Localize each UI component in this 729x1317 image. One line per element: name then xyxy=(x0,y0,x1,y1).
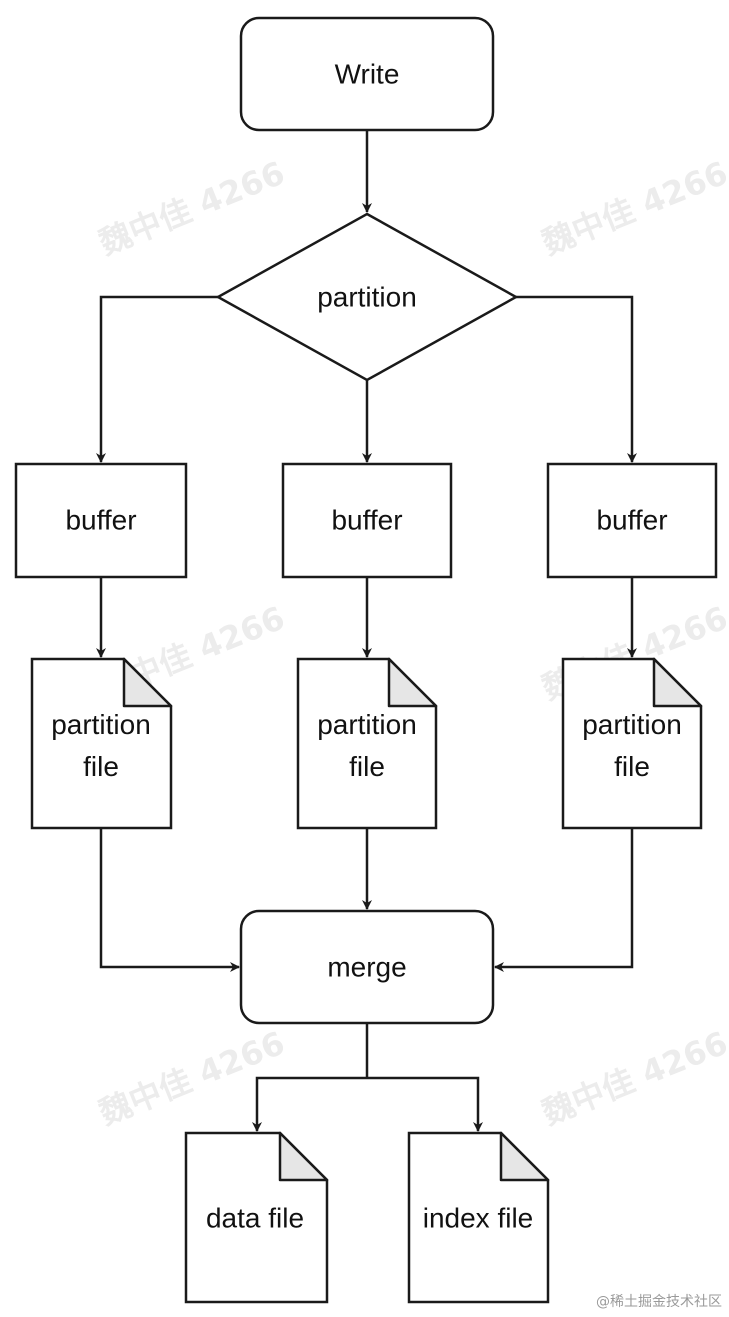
node-buffer-right: buffer xyxy=(546,462,718,579)
node-merge-label: merge xyxy=(327,952,406,983)
node-partition-file-left-line1: partition xyxy=(51,709,151,740)
node-write-label: Write xyxy=(335,59,400,90)
page-fold-icon xyxy=(499,1131,550,1182)
edge-file-merge-right xyxy=(494,828,634,972)
node-buffer-left-label: buffer xyxy=(65,505,136,536)
node-partition-file-left-line2: file xyxy=(83,751,119,782)
page-fold-icon xyxy=(278,1131,329,1182)
node-data-file-label: data file xyxy=(206,1203,304,1234)
node-partition-file-center-line1: partition xyxy=(317,709,417,740)
node-partition-file-right: partition file xyxy=(561,657,703,830)
node-partition-file-center-line2: file xyxy=(349,751,385,782)
node-buffer-center-label: buffer xyxy=(331,505,402,536)
node-buffer-left: buffer xyxy=(14,462,188,579)
node-partition-file-left: partition file xyxy=(30,657,173,830)
node-partition-file-right-label: partition xyxy=(582,709,682,740)
node-partition-label: partition xyxy=(317,282,417,313)
watermark-text: 魏中佳 4266 xyxy=(94,154,290,263)
node-write: Write xyxy=(239,16,495,132)
node-buffer-center: buffer xyxy=(281,462,453,579)
page-fold-icon xyxy=(122,657,173,708)
node-buffer-right-label: buffer xyxy=(596,505,667,536)
node-data-file: data file xyxy=(184,1131,329,1304)
source-credit: @稀土掘金技术社区 xyxy=(596,1294,722,1310)
node-partition-file-right-line1: partition xyxy=(582,709,682,740)
node-partition: partition xyxy=(215,212,519,382)
edge-partition-buffer-right xyxy=(516,295,637,463)
node-partition-file-center: partition file xyxy=(296,657,438,830)
page-fold-icon xyxy=(387,657,438,708)
watermark-text: 魏中佳 4266 xyxy=(537,154,729,263)
node-partition-file-left-label: partition xyxy=(51,709,151,740)
page-fold-icon xyxy=(652,657,703,708)
node-index-file: index file xyxy=(407,1131,550,1304)
edge-merge-index-file xyxy=(367,1076,483,1132)
node-merge: merge xyxy=(239,909,495,1025)
node-index-file-label: index file xyxy=(423,1203,534,1234)
node-partition-file-center-label: partition xyxy=(317,709,417,740)
edge-merge-data-file xyxy=(252,1076,367,1132)
node-partition-file-left-label2: file xyxy=(83,751,119,782)
node-partition-file-right-label2: file xyxy=(614,751,650,782)
edge-partition-buffer-left xyxy=(96,295,218,463)
connectors xyxy=(96,130,637,1132)
watermark-text: 魏中佳 4266 xyxy=(537,1024,729,1133)
node-partition-file-center-label2: file xyxy=(349,751,385,782)
edge-file-merge-left xyxy=(99,828,240,972)
node-partition-file-right-line2: file xyxy=(614,751,650,782)
